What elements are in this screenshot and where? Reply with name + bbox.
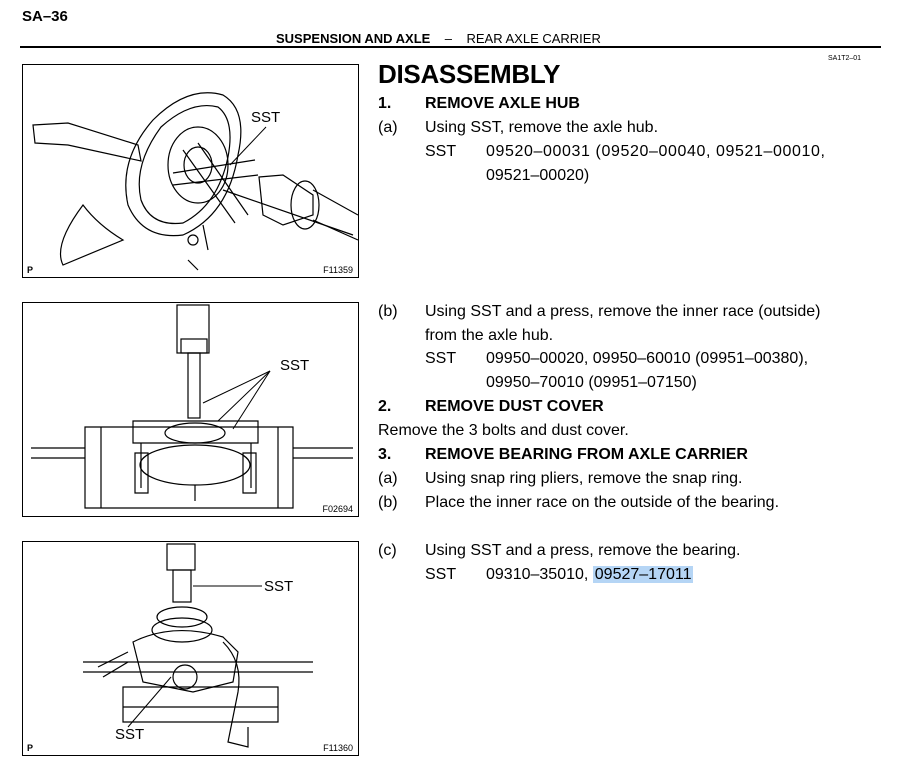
sst-label: SST [280, 357, 310, 374]
sst-label: SST [251, 109, 281, 126]
step-3-number: 3. [378, 446, 392, 463]
step-3b-marker: (b) [378, 494, 398, 511]
step-1-number: 1. [378, 95, 392, 112]
figure-code: F11360 [323, 743, 353, 753]
bearing-press-illustration [83, 543, 313, 748]
section-header: SUSPENSION AND AXLE – REAR AXLE CARRIER [276, 31, 601, 46]
step-1b-text: from the axle hub. [425, 327, 554, 344]
page-code: SA1T2–01 [828, 55, 862, 62]
header-rule [20, 46, 881, 48]
step-1a-marker: (a) [378, 119, 398, 136]
subsection-title: REAR AXLE CARRIER [466, 31, 601, 46]
page-number: SA–36 [22, 8, 68, 25]
sst-numbers: 09521–00020) [486, 167, 590, 184]
step-3a-marker: (a) [378, 470, 398, 487]
step-2-text: Remove the 3 bolts and dust cover. [378, 422, 629, 439]
step-1b-marker: (b) [378, 303, 398, 320]
sst-part-number: 09310–35010, [486, 566, 589, 583]
step-2-number: 2. [378, 398, 392, 415]
step-3c-marker: (c) [378, 542, 397, 559]
sst-numbers: 09520–00031 (09520–00040, 09521–00010, [486, 143, 826, 160]
sst-label-top: SST [264, 578, 294, 595]
sst-label: SST [425, 566, 457, 583]
step-1a-text: Using SST, remove the axle hub. [425, 119, 659, 136]
figure-code: F11359 [323, 265, 353, 275]
step-3b-text: Place the inner race on the outside of t… [425, 494, 780, 511]
sst-label: SST [425, 143, 457, 160]
step-3-title: REMOVE BEARING FROM AXLE CARRIER [425, 446, 748, 463]
sst-numbers: 09310–35010, 09527–17011 [486, 565, 694, 585]
sst-numbers: 09950–70010 (09951–07150) [486, 374, 697, 391]
selected-sst-part-number[interactable]: 09527–17011 [592, 566, 694, 583]
figure-inner-race-removal: SST F02694 [22, 302, 359, 517]
step-1b-text: Using SST and a press, remove the inner … [425, 303, 821, 320]
step-3a-text: Using snap ring pliers, remove the snap … [425, 470, 743, 487]
page-title: DISASSEMBLY [378, 59, 561, 89]
figure-icon: P [27, 265, 34, 275]
header-separator: – [444, 31, 453, 46]
figure-code: F02694 [322, 504, 353, 514]
figure-icon: P [27, 743, 34, 753]
sst-label-bottom: SST [115, 726, 145, 743]
step-3c-text: Using SST and a press, remove the bearin… [425, 542, 741, 559]
sst-label: SST [425, 350, 457, 367]
sst-numbers: 09950–00020, 09950–60010 (09951–00380), [486, 350, 809, 367]
figure-bearing-removal: SST SST P F11360 [22, 541, 359, 756]
section-title: SUSPENSION AND AXLE [276, 31, 431, 46]
figure-axle-hub-removal: SST P F11359 [22, 64, 359, 278]
step-1-title: REMOVE AXLE HUB [425, 95, 580, 112]
axle-hub-illustration [32, 92, 358, 271]
inner-race-press-illustration [31, 304, 353, 509]
step-2-title: REMOVE DUST COVER [425, 398, 604, 415]
